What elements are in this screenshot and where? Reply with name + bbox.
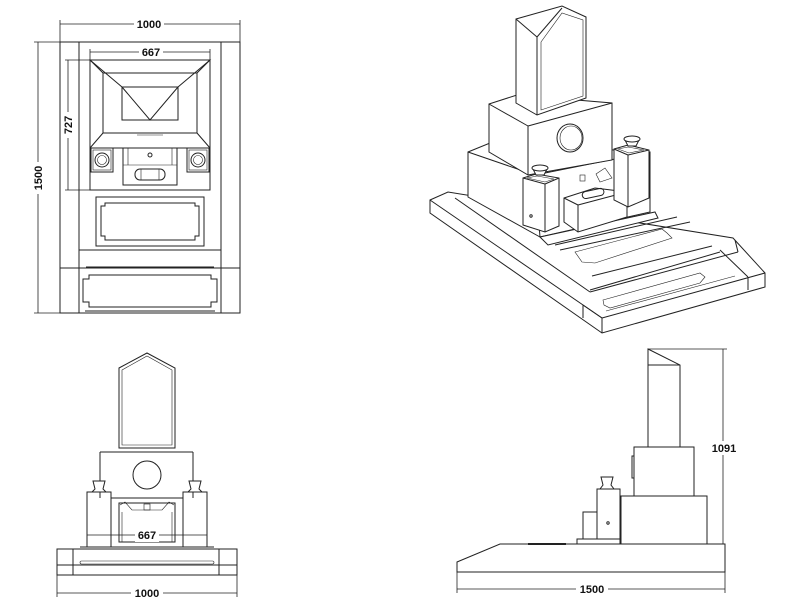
incense-holder-left-plan (90, 147, 114, 173)
front-width-label: 1000 (135, 588, 159, 600)
side-depth-label: 1500 (580, 584, 604, 596)
plan-width-dimension: 1000 (59, 17, 241, 42)
side-crest-edge (631, 455, 635, 479)
plan-inner-width-dimension: 667 (89, 45, 211, 60)
plaque-lower-plan (82, 266, 218, 312)
front-incense-pillar-right (182, 480, 208, 548)
stone-top-plan (88, 59, 212, 191)
offering-stand-plan (122, 147, 178, 186)
front-inner-width-dimension: 667 (87, 528, 207, 542)
side-base-plate (576, 538, 621, 545)
iso-incense-pillar-left (522, 164, 560, 233)
iso-family-crest-circle (556, 123, 584, 153)
front-view: 667 1000 (56, 352, 238, 600)
plaque-upper-plan (95, 196, 205, 247)
side-incense-pillar (596, 476, 621, 540)
side-height-dimension: 1091 (648, 348, 739, 544)
front-middle-block (99, 451, 194, 499)
side-offering-stand (582, 511, 598, 540)
iso-offering-stand (563, 167, 628, 233)
front-upright-stone (118, 352, 176, 449)
side-lower-block (620, 495, 708, 545)
side-view: 1091 1500 (456, 348, 739, 596)
plan-inner-depth-label: 727 (63, 116, 75, 134)
front-family-crest-circle (132, 460, 162, 490)
side-height-label: 1091 (712, 443, 736, 455)
plan-outline (59, 41, 241, 314)
plan-width-label: 1000 (137, 19, 161, 31)
front-base-slab (56, 546, 238, 576)
side-middle-block (633, 446, 695, 497)
front-inner-width-label: 667 (138, 530, 156, 542)
side-base-slab (456, 543, 726, 573)
front-incense-pillar-left (86, 480, 112, 548)
front-width-dimension: 1000 (56, 575, 238, 600)
plan-inner-depth-dimension: 727 (61, 59, 90, 191)
plan-depth-dimension: 1500 (31, 41, 60, 314)
iso-base-slab (429, 191, 766, 334)
plan-inner-width-label: 667 (142, 47, 160, 59)
side-upright-stone (647, 348, 681, 448)
isometric-view (429, 5, 766, 334)
iso-incense-pillar-right (613, 135, 650, 208)
incense-holder-right-plan (186, 147, 210, 173)
side-depth-dimension: 1500 (456, 572, 726, 596)
iso-upright-stone (515, 5, 587, 116)
plan-view: 1000 1500 667 727 (31, 17, 241, 314)
plan-depth-label: 1500 (33, 166, 45, 190)
